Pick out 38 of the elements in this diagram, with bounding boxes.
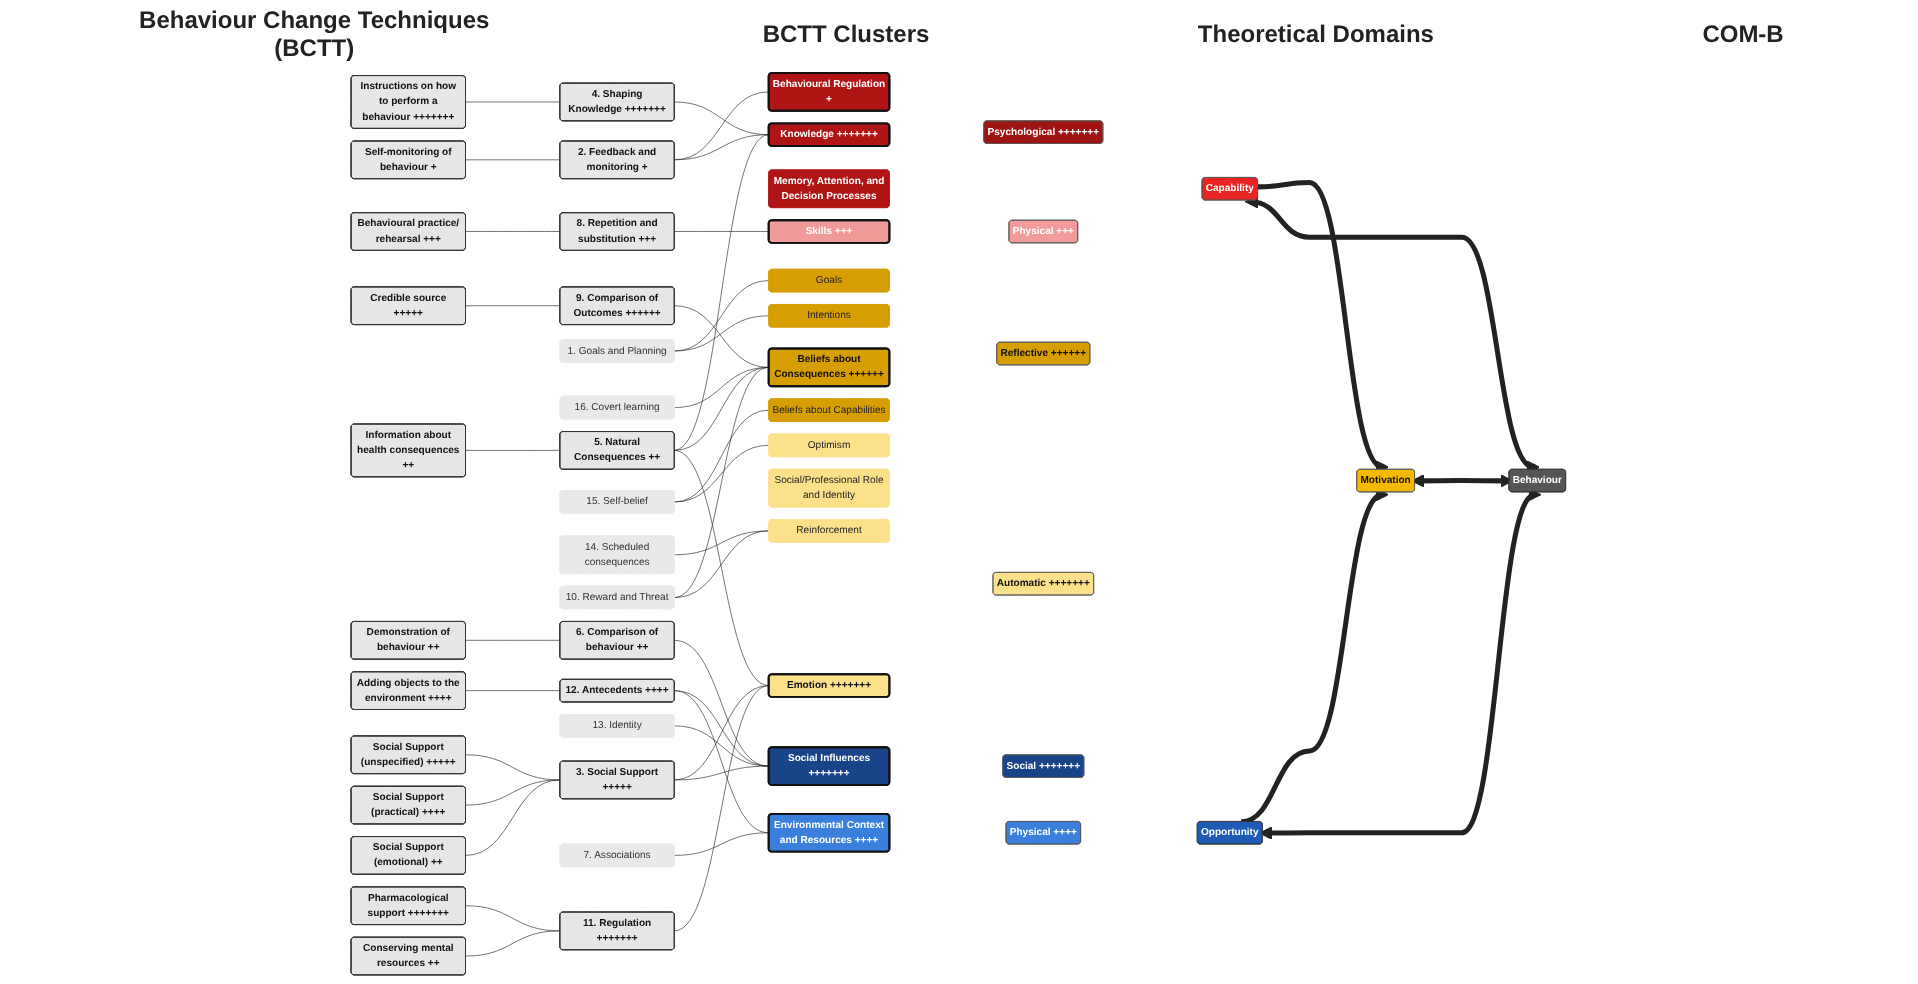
column-heading: Behaviour Change Techniques (BCTT)	[137, 6, 492, 62]
connector	[465, 690, 561, 691]
column-heading: BCTT Clusters	[762, 20, 930, 48]
connector	[674, 91, 770, 161]
connector	[465, 779, 561, 856]
connector	[465, 640, 561, 641]
connector	[674, 685, 770, 932]
connector	[674, 409, 770, 503]
connector	[674, 134, 770, 451]
connector	[674, 280, 770, 352]
connector	[674, 231, 770, 232]
arrow	[1259, 490, 1541, 840]
arrow	[1245, 195, 1540, 471]
connector	[674, 832, 770, 856]
column-heading: COM-B	[1702, 20, 1784, 48]
connector	[674, 530, 770, 556]
connector	[674, 640, 770, 767]
connector	[465, 779, 561, 806]
connector	[674, 445, 770, 503]
connector	[465, 159, 561, 161]
connector	[465, 231, 561, 232]
connector	[465, 930, 561, 957]
connector	[674, 315, 770, 352]
connector	[674, 367, 770, 598]
connector	[674, 690, 770, 834]
connector	[674, 450, 770, 686]
arrow	[1241, 490, 1389, 825]
column-heading: Theoretical Domains	[1197, 20, 1434, 48]
connector	[674, 685, 770, 781]
arrow	[1258, 180, 1389, 472]
connector	[674, 305, 770, 368]
connector	[674, 690, 770, 767]
connector	[465, 450, 561, 451]
arrow	[1412, 474, 1514, 488]
connector	[674, 530, 770, 598]
connector	[465, 101, 561, 103]
connector	[465, 305, 561, 307]
connector	[674, 725, 770, 767]
